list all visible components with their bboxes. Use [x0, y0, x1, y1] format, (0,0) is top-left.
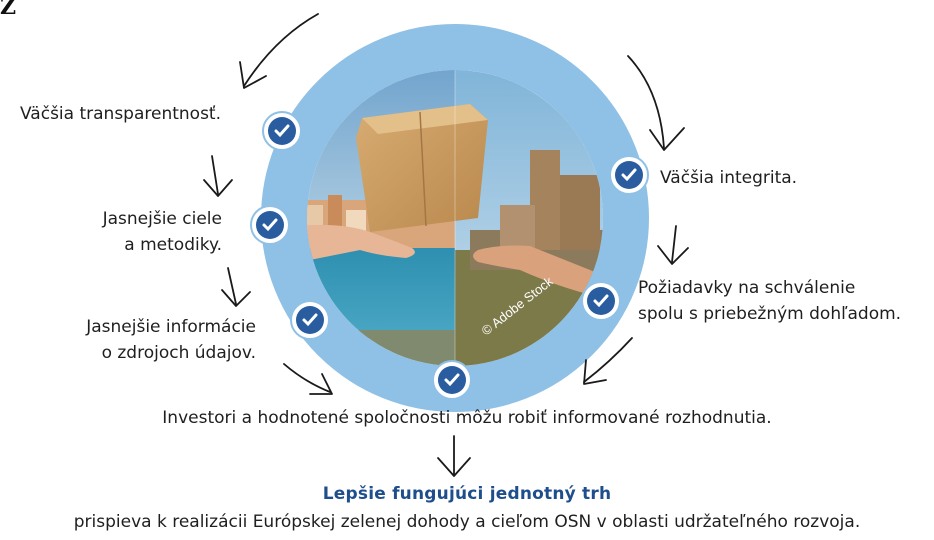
result-text: prispieva k realizácii Európskej zelenej… [73, 512, 861, 532]
arrow-icon [239, 61, 267, 89]
arrow-icon [657, 245, 689, 265]
label-data-line1: Jasnejšie informácie [86, 317, 256, 337]
check-icon [609, 155, 649, 195]
arrow-icon [627, 55, 665, 149]
arrow-icon [671, 225, 677, 263]
label-data-line2: o zdrojoch údajov. [101, 343, 256, 363]
package-photo [307, 70, 603, 366]
label-data-sources: Jasnejšie informácie o zdrojoch údajov. [20, 314, 256, 366]
label-approval: Požiadavky na schválenie spolu s priebež… [638, 275, 901, 327]
result-title: Lepšie fungujúci jednotný trh [322, 484, 612, 504]
arrow-icon [309, 373, 333, 395]
check-icon [250, 205, 290, 245]
label-goals-line1: Jasnejšie ciele [102, 209, 222, 229]
arrow-icon [211, 155, 219, 195]
check-icon [581, 281, 621, 321]
arrow-icon [243, 13, 319, 87]
arrow-icon [203, 179, 233, 197]
arrow-icon [583, 337, 633, 383]
arrow-icon [583, 359, 607, 385]
check-icon [290, 300, 330, 340]
arrow-icon [283, 363, 331, 393]
check-icon [432, 360, 472, 400]
label-integrity: Väčšia integrita. [660, 168, 798, 188]
corner-mark: Z [0, 0, 17, 20]
label-goals: Jasnejšie ciele a metodiky. [60, 206, 222, 258]
summary-text: Investori a hodnotené spoločnosti môžu r… [162, 408, 772, 428]
label-approval-line2: spolu s priebežným dohľadom. [638, 304, 902, 324]
label-approval-line1: Požiadavky na schválenie [638, 278, 856, 298]
check-icon [262, 111, 302, 151]
check-badges [250, 111, 649, 400]
arrow-icon [221, 289, 251, 307]
label-goals-line2: a metodiky. [124, 235, 222, 255]
arrow-icon [227, 267, 237, 305]
arrow-icon [437, 457, 471, 477]
flow-arrows [203, 13, 689, 477]
label-transparency: Väčšia transparentnosť. [20, 104, 222, 124]
arrow-icon [649, 127, 685, 151]
